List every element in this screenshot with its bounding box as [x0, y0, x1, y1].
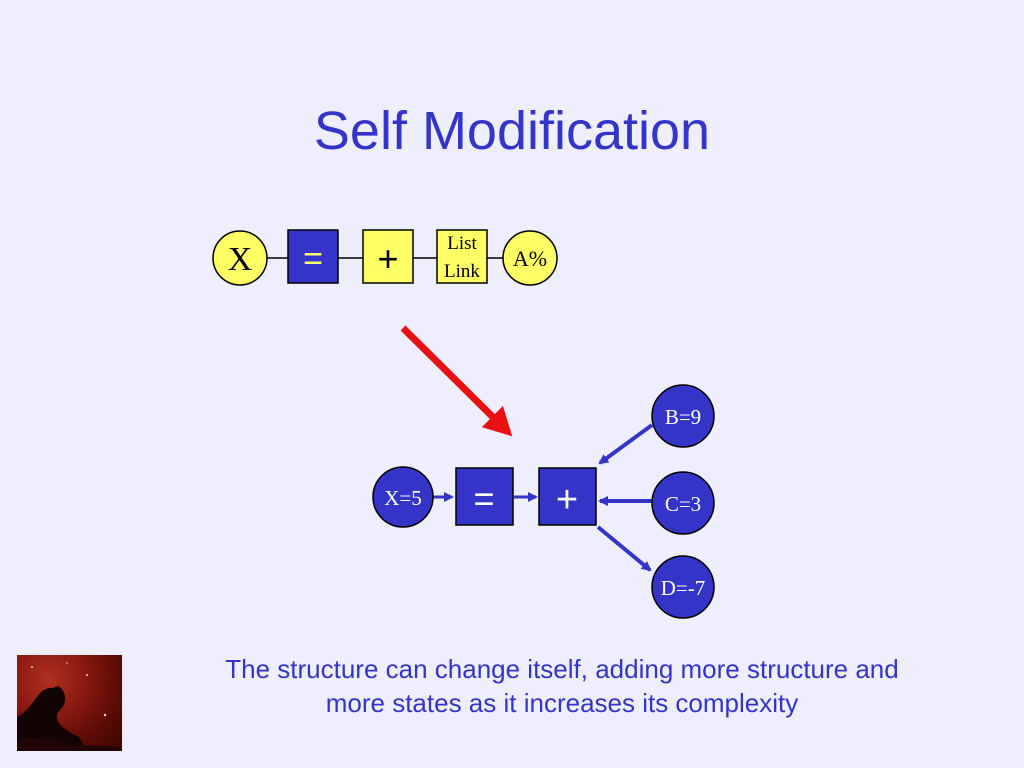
slide-title: Self Modification [313, 101, 711, 161]
bottom-chain-connectors [433, 423, 654, 572]
list-link-label-line1: List [447, 233, 477, 254]
transform-arrow [400, 325, 513, 437]
d-label: D=-7 [661, 576, 706, 600]
horsehead-nebula-image [17, 655, 122, 751]
top-a-node: A% [502, 230, 558, 286]
bottom-plus-label: + [556, 479, 578, 521]
bottom-equals-node: = [455, 467, 514, 526]
c-node: C=3 [651, 471, 715, 535]
top-equals-node: = [287, 229, 339, 284]
top-x-label: X [228, 241, 253, 278]
c-label: C=3 [665, 492, 701, 516]
top-plus-node: + [362, 229, 414, 284]
caption: The structure can change itself, adding … [180, 652, 944, 720]
bottom-equals-label: = [473, 478, 494, 519]
bottom-x-label: X=5 [384, 486, 422, 510]
b-node: B=9 [651, 384, 715, 448]
bottom-plus-node: + [538, 467, 597, 526]
top-a-label: A% [513, 246, 547, 271]
caption-line-1: The structure can change itself, adding … [225, 654, 899, 684]
d-node: D=-7 [651, 555, 715, 619]
top-plus-label: + [377, 238, 398, 279]
caption-line-2: more states as it increases its complexi… [325, 688, 799, 718]
top-equals-label: = [303, 240, 323, 278]
list-link-node: List Link [436, 229, 488, 284]
list-link-label-line2: Link [444, 261, 480, 282]
b-label: B=9 [665, 405, 701, 429]
bottom-x-node: X=5 [372, 466, 434, 528]
top-x-node: X [212, 230, 268, 286]
